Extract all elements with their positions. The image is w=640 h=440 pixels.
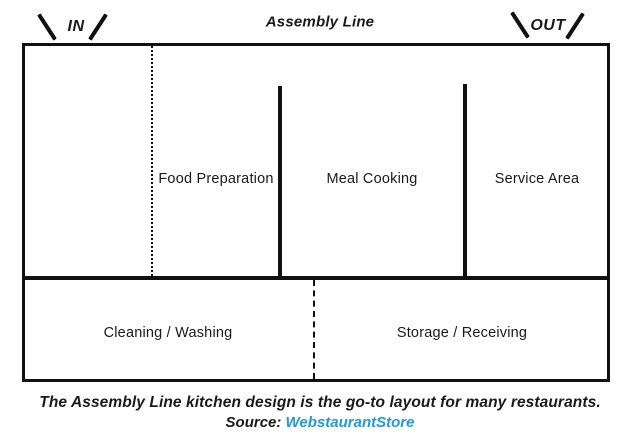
out-label: OUT: [530, 17, 566, 34]
zone-label-food-preparation: Food Preparation: [158, 170, 274, 187]
in-door-swing-left-mark: [37, 13, 57, 41]
wall-between-food-prep-and-meal-cooking: [278, 86, 282, 276]
zone-label-meal-cooking: Meal Cooking: [326, 170, 418, 187]
in-label: IN: [67, 18, 85, 35]
caption-text: The Assembly Line kitchen design is the …: [39, 394, 601, 411]
zone-label-storage-receiving: Storage / Receiving: [396, 324, 528, 341]
caption-source-line: Source: WebstaurantStore: [0, 413, 640, 433]
cleaning-storage-dashed-divider-line: [313, 280, 315, 379]
zone-label-cleaning-washing: Cleaning / Washing: [103, 324, 233, 341]
source-link[interactable]: WebstaurantStore: [285, 414, 415, 431]
diagram-title: Assembly Line: [265, 13, 375, 31]
out-door-swing-right-mark: [565, 12, 585, 40]
wall-between-meal-cooking-and-service-area: [463, 84, 467, 276]
floor-plan-outline: Food Preparation Meal Cooking Service Ar…: [22, 43, 610, 382]
caption: The Assembly Line kitchen design is the …: [0, 393, 640, 433]
source-prefix: Source:: [225, 414, 286, 431]
horizontal-interior-wall: [25, 276, 607, 280]
zone-label-service-area: Service Area: [494, 170, 580, 187]
in-door-swing-right-mark: [88, 13, 108, 41]
out-door-swing-left-mark: [510, 11, 530, 39]
food-prep-dotted-divider-line: [151, 46, 153, 276]
